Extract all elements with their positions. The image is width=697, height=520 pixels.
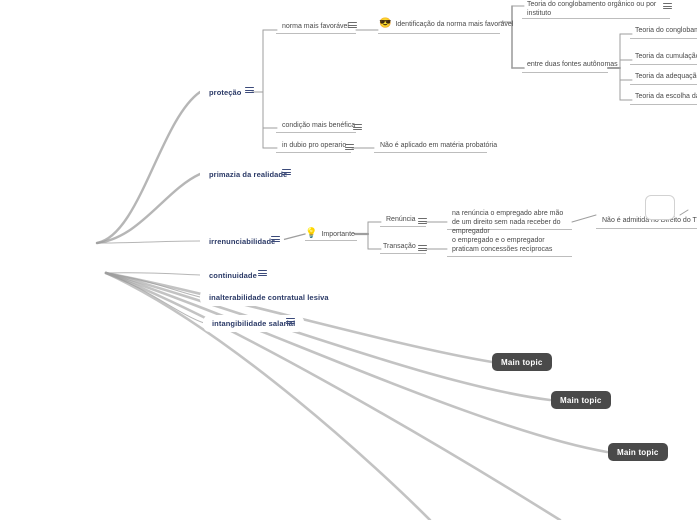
- empty-node-placeholder[interactable]: [645, 195, 675, 220]
- node-rule: [447, 256, 572, 257]
- subtopic-nao-aplicado-materia-probatoria[interactable]: Não é aplicado em matéria probatória: [377, 141, 500, 152]
- subtopic-importante-label: Importante: [321, 230, 355, 238]
- subtopic-transacao-descricao[interactable]: o empregado e o empregador praticam conc…: [449, 236, 571, 256]
- subtopic-nao-aplicado-label: Não é aplicado em matéria probatória: [380, 142, 498, 149]
- subtopic-in-dubio-pro-operario-label: in dubio pro operario: [282, 142, 347, 149]
- subtopic-nao-admitida-direito-trabalho[interactable]: Não é admitida no Direito do Trab: [599, 216, 697, 227]
- topic-continuidade-label: continuidade: [209, 271, 257, 280]
- topic-protecao-label: proteção: [209, 88, 242, 97]
- topic-intangibilidade-label: intangibilidade salarial: [212, 319, 296, 328]
- subtopic-renuncia[interactable]: Renúncia: [383, 215, 419, 226]
- subtopic-transacao-descricao-label: o empregado e o empregador praticam conc…: [452, 237, 553, 253]
- main-topic-node-2[interactable]: Main topic: [551, 391, 611, 409]
- node-rule: [630, 104, 697, 105]
- subtopic-teoria-conglobamento-organico[interactable]: Teoria do conglobamento orgânico ou por …: [524, 0, 664, 20]
- subtopic-teoria-cumulacao[interactable]: Teoria da cumulação: [632, 52, 697, 63]
- note-lines-icon[interactable]: [418, 245, 427, 251]
- node-rule: [380, 253, 426, 254]
- node-rule: [630, 84, 697, 85]
- note-lines-icon[interactable]: [418, 218, 427, 224]
- subtopic-identificacao-norma[interactable]: 😎 Identificação da norma mais favorável: [379, 19, 513, 29]
- note-lines-icon[interactable]: [258, 270, 267, 276]
- topic-continuidade[interactable]: continuidade: [200, 267, 266, 284]
- subtopic-teoria-escolha-label: Teoria da escolha da no: [635, 93, 697, 100]
- subtopic-entre-duas-fontes-autonomas[interactable]: entre duas fontes autônomas: [524, 60, 621, 71]
- node-rule: [596, 228, 697, 229]
- subtopic-renuncia-label: Renúncia: [386, 216, 416, 223]
- main-topic-node-1[interactable]: Main topic: [492, 353, 552, 371]
- subtopic-nao-admitida-label: Não é admitida no Direito do Trab: [602, 217, 697, 224]
- node-rule: [305, 240, 357, 241]
- node-rule: [447, 229, 572, 230]
- subtopic-importante[interactable]: 💡 Importante: [305, 229, 355, 239]
- note-lines-icon[interactable]: [271, 236, 280, 242]
- topic-inalterabilidade-contratual-lesiva[interactable]: inalterabilidade contratual lesiva: [200, 289, 340, 306]
- node-rule: [378, 33, 500, 34]
- subtopic-transacao[interactable]: Transação: [380, 242, 419, 253]
- note-lines-icon[interactable]: [663, 3, 672, 9]
- subtopic-renuncia-descricao-label: na renúncia o empregado abre mão de um d…: [452, 210, 564, 235]
- node-rule: [374, 152, 487, 153]
- note-lines-icon[interactable]: [348, 22, 357, 28]
- topic-irrenunciabilidade-label: irrenunciabilidade: [209, 237, 276, 246]
- node-rule: [276, 152, 351, 153]
- topic-primazia-da-realidade[interactable]: primazia da realidade: [200, 166, 297, 183]
- subtopic-identificacao-label: Identificação da norma mais favorável: [395, 20, 514, 28]
- main-topic-label: Main topic: [501, 357, 543, 367]
- subtopic-teoria-conglobamento-organico-label: Teoria do conglobamento orgânico ou por …: [527, 1, 657, 17]
- subtopic-teoria-conglobamento[interactable]: Teoria do conglobamen: [632, 26, 697, 37]
- subtopic-entre-duas-fontes-label: entre duas fontes autônomas: [527, 61, 618, 68]
- main-topic-label: Main topic: [560, 395, 602, 405]
- topic-inalterabilidade-label: inalterabilidade contratual lesiva: [209, 293, 329, 302]
- topic-irrenunciabilidade[interactable]: irrenunciabilidade: [200, 233, 285, 250]
- node-rule: [522, 72, 608, 73]
- note-lines-icon[interactable]: [345, 144, 354, 150]
- node-rule: [380, 226, 426, 227]
- note-lines-icon[interactable]: [353, 124, 362, 130]
- node-rule: [276, 132, 356, 133]
- subtopic-teoria-escolha-norma[interactable]: Teoria da escolha da no: [632, 92, 697, 103]
- subtopic-condicao-mais-benefica-label: condição mais benéfica: [282, 122, 356, 129]
- topic-primazia-label: primazia da realidade: [209, 170, 288, 179]
- subtopic-in-dubio-pro-operario[interactable]: in dubio pro operario: [279, 141, 349, 152]
- main-topic-label: Main topic: [617, 447, 659, 457]
- subtopic-teoria-adequacao-label: Teoria da adequação: [635, 73, 697, 80]
- subtopic-norma-mais-favoravel-label: norma mais favorável: [282, 23, 349, 30]
- subtopic-norma-mais-favoravel[interactable]: norma mais favorável: [279, 22, 352, 33]
- sunglasses-face-icon: 😎: [379, 18, 392, 29]
- note-lines-icon[interactable]: [282, 169, 291, 175]
- main-topic-node-3[interactable]: Main topic: [608, 443, 668, 461]
- subtopic-condicao-mais-benefica[interactable]: condição mais benéfica: [279, 121, 358, 132]
- subtopic-teoria-conglobamento-label: Teoria do conglobamen: [635, 27, 697, 34]
- topic-protecao[interactable]: proteção: [200, 84, 251, 101]
- topic-intangibilidade-salarial[interactable]: intangibilidade salarial: [203, 315, 305, 332]
- note-lines-icon[interactable]: [245, 87, 254, 93]
- node-rule: [276, 33, 356, 34]
- subtopic-renuncia-descricao[interactable]: na renúncia o empregado abre mão de um d…: [449, 209, 571, 238]
- subtopic-teoria-cumulacao-label: Teoria da cumulação: [635, 53, 697, 60]
- subtopic-transacao-label: Transação: [383, 243, 416, 250]
- subtopic-teoria-adequacao[interactable]: Teoria da adequação: [632, 72, 697, 83]
- node-rule: [522, 18, 670, 19]
- node-rule: [630, 64, 697, 65]
- note-lines-icon[interactable]: [286, 318, 295, 324]
- node-rule: [630, 38, 697, 39]
- light-bulb-icon: 💡: [305, 228, 318, 239]
